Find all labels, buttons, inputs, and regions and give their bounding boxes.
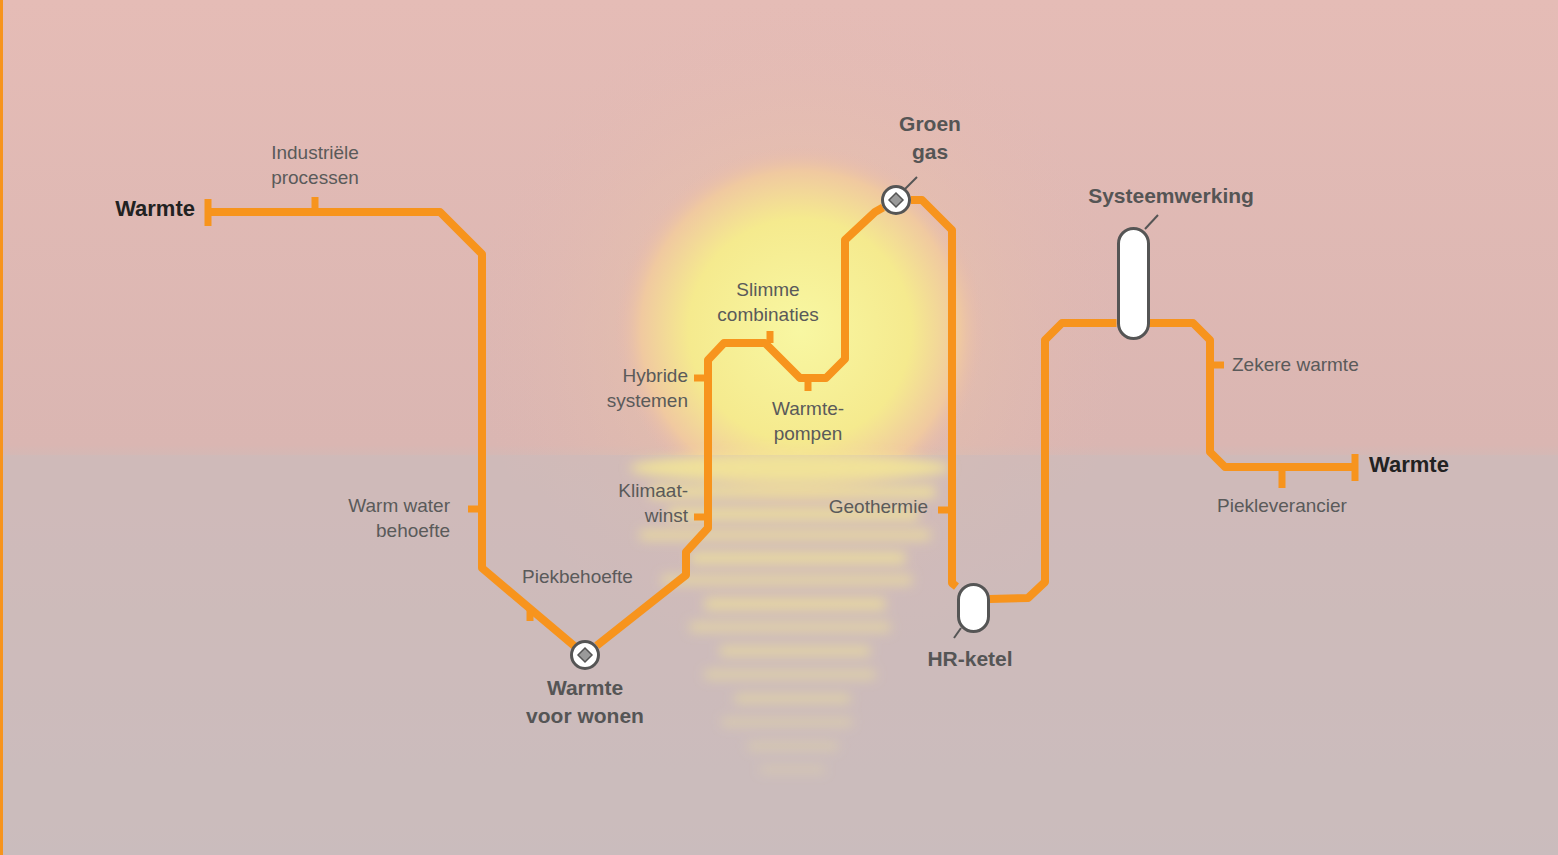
- station-name: Groen gas: [899, 110, 961, 166]
- stop-label: Warm water behoefte: [320, 493, 450, 543]
- station-shape: [1117, 227, 1150, 340]
- stop-tick: [468, 506, 482, 513]
- leader-lines: [905, 177, 1158, 638]
- terminal-label: Warmte: [1369, 452, 1449, 477]
- metro-line: [990, 323, 1117, 599]
- station-pill: [958, 585, 988, 632]
- station-ring: [883, 187, 910, 214]
- terminal-bar: [1352, 454, 1359, 481]
- station-diamond: [578, 648, 592, 662]
- terminal-bar: [205, 199, 212, 226]
- stop-label: Piekleverancier: [1217, 493, 1347, 518]
- station-name: HR-ketel: [927, 645, 1012, 673]
- station-pill: [1118, 228, 1148, 338]
- station-marker: HR-ketel: [957, 583, 990, 633]
- stop-label: Klimaat- winst: [618, 478, 688, 528]
- stop-label: Piekbehoefte: [522, 564, 633, 589]
- station-marker: Warmte voor wonen: [570, 640, 600, 670]
- stop-tick: [1210, 362, 1224, 369]
- page-border: [0, 0, 3, 855]
- stop-ticks: [208, 197, 1355, 621]
- route-line: [208, 212, 585, 655]
- metro-line: [597, 207, 883, 645]
- station-shape: [570, 640, 600, 670]
- station-name: Systeemwerking: [1088, 182, 1254, 210]
- route-lines: [208, 212, 1355, 655]
- sea: [0, 455, 1558, 855]
- stop-tick: [1279, 467, 1286, 488]
- station-marker: Groen gas: [881, 185, 911, 215]
- leader-line: [954, 628, 961, 638]
- stop-label: Warmte- pompen: [772, 396, 844, 446]
- leader-line: [905, 177, 917, 189]
- stop-label: Zekere warmte: [1232, 352, 1359, 377]
- station-marker: Systeemwerking: [1117, 227, 1150, 340]
- route-line: [1133, 323, 1355, 467]
- metro-line: [911, 200, 957, 587]
- station-ring: [572, 642, 599, 669]
- sun-reflection: [630, 454, 950, 773]
- stop-label: Industriële processen: [271, 140, 359, 190]
- station-name: Warmte voor wonen: [524, 674, 646, 730]
- station-diamond: [889, 193, 903, 207]
- stop-label: Geothermie: [829, 494, 928, 519]
- stop-tick: [527, 608, 534, 621]
- terminal-label: Warmte: [115, 196, 195, 221]
- leader-line: [1145, 215, 1158, 229]
- stop-label: Hybride systemen: [607, 363, 688, 413]
- station-shape: [957, 583, 990, 633]
- station-shape: [881, 185, 911, 215]
- stop-label: Slimme combinaties: [717, 277, 818, 327]
- stop-tick: [312, 197, 319, 212]
